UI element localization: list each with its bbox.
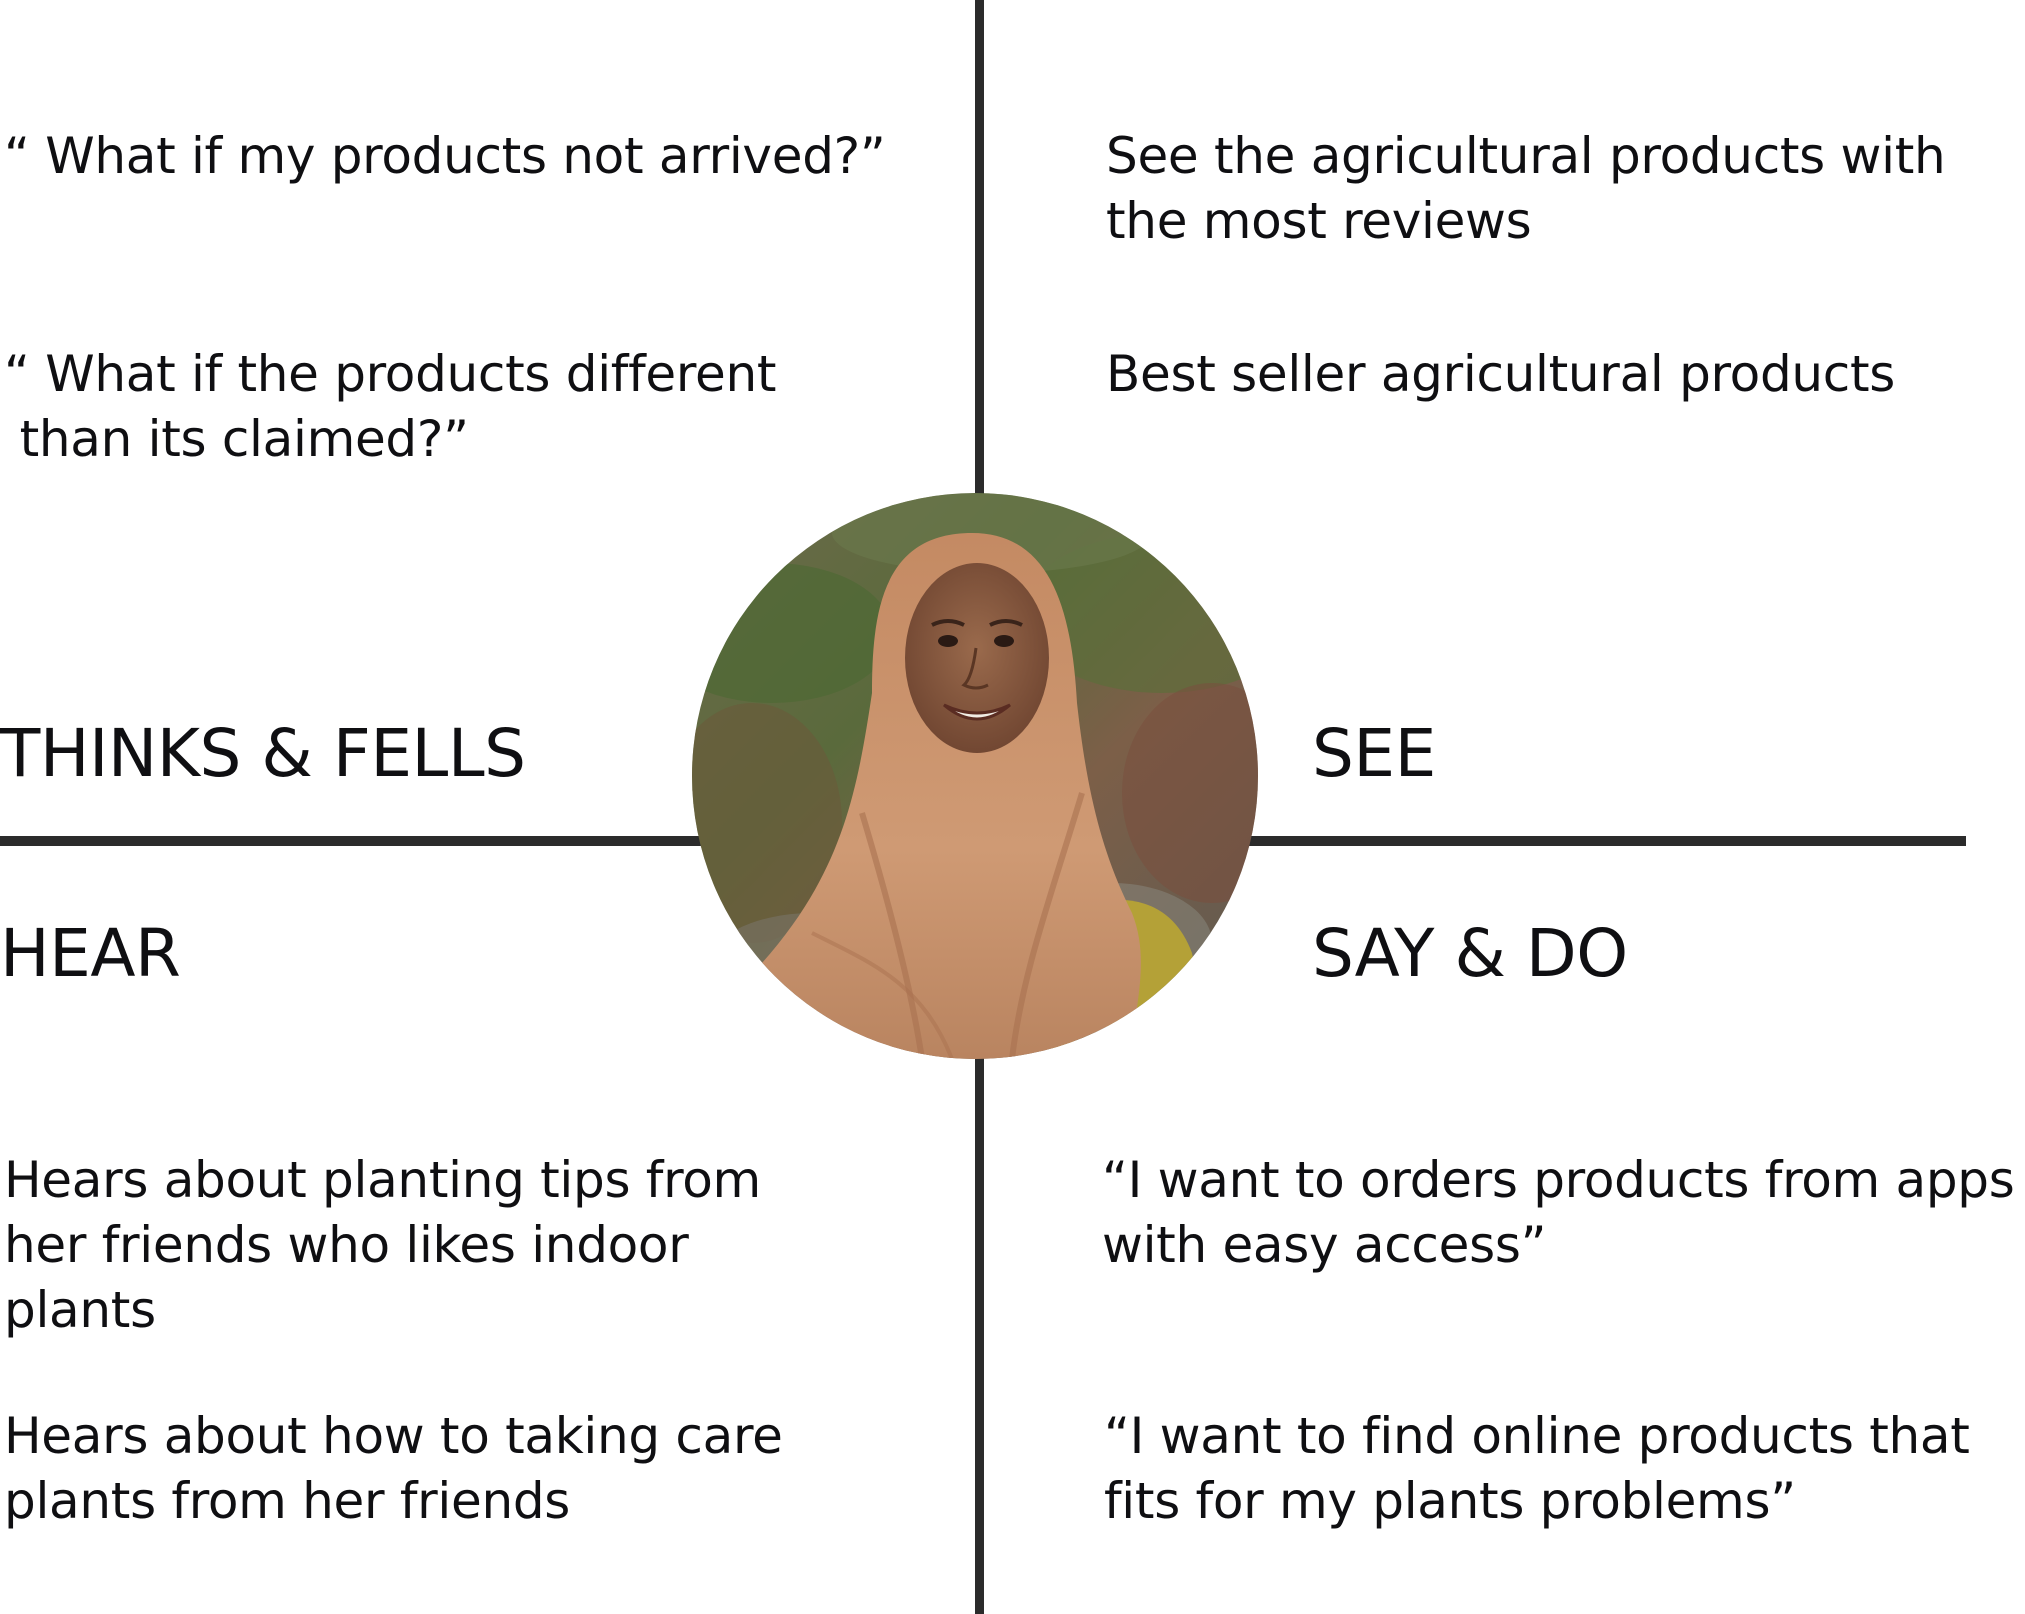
horizontal-divider-left	[0, 836, 760, 846]
say-do-item-2: “I want to find online products that fit…	[1104, 1407, 1970, 1530]
hear-item-1: Hears about planting tips from her frien…	[4, 1151, 761, 1339]
thinks-feels-item-2: “ What if the products different than it…	[4, 345, 777, 468]
say-do-item-1: “I want to orders products from apps wit…	[1102, 1151, 2015, 1274]
thinks-feels-item-1: “ What if my products not arrived?”	[4, 127, 886, 185]
see-title: SEE	[1312, 715, 1436, 792]
see-item-2: Best seller agricultural products	[1106, 345, 1896, 403]
hear-title: HEAR	[0, 915, 181, 992]
say-do-title: SAY & DO	[1312, 915, 1628, 992]
persona-photo-illustration	[692, 493, 1258, 1059]
thinks-feels-title: THINKS & FELLS	[0, 715, 526, 792]
horizontal-divider-right	[1210, 836, 1966, 846]
see-item-1: See the agricultural products with the m…	[1106, 127, 1946, 250]
vertical-divider-bottom	[975, 1020, 984, 1614]
hear-item-2: Hears about how to taking care plants fr…	[4, 1407, 783, 1530]
vertical-divider-top	[975, 0, 984, 560]
persona-avatar	[692, 493, 1258, 1059]
